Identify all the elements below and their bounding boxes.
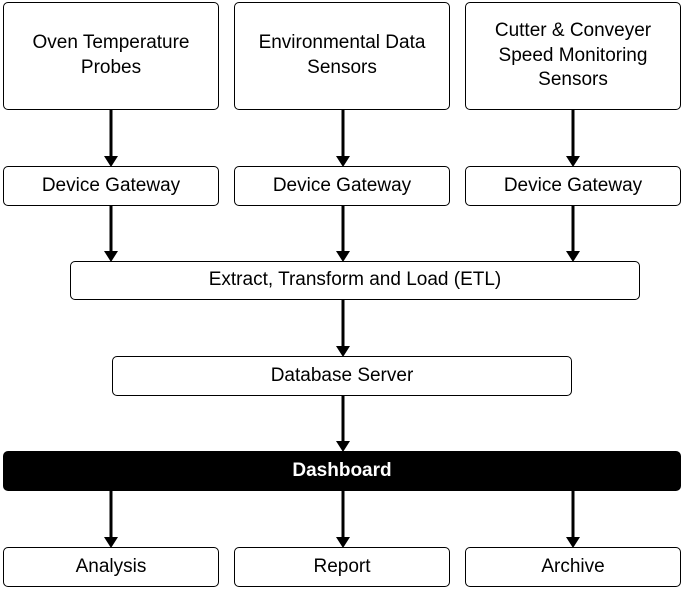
device-gateway-right-label: Device Gateway — [503, 174, 643, 196]
analysis-label: Analysis — [75, 555, 147, 577]
database-server-box: Database Server — [112, 356, 572, 396]
arrowhead — [336, 251, 350, 262]
environmental-data-sensors-label: Environmental Data Sensors — [258, 32, 426, 78]
etl-label: Extract, Transform and Load (ETL) — [208, 269, 502, 291]
arrowhead — [566, 251, 580, 262]
arrowhead — [104, 537, 118, 548]
cutter-conveyer-sensors-box: Cutter & Conveyer Speed Monitoring Senso… — [465, 2, 681, 110]
dashboard-label: Dashboard — [292, 459, 392, 481]
device-gateway-middle-label: Device Gateway — [272, 174, 412, 196]
arrowhead — [104, 251, 118, 262]
analysis-box: Analysis — [3, 547, 219, 587]
environmental-data-sensors-box: Environmental Data Sensors — [234, 2, 450, 110]
device-gateway-left-label: Device Gateway — [41, 174, 181, 196]
arrowhead — [336, 346, 350, 357]
arrowhead — [336, 441, 350, 452]
report-label: Report — [313, 555, 371, 577]
device-gateway-right-box: Device Gateway — [465, 166, 681, 206]
oven-temperature-probes-label: Oven Temperature Probes — [32, 32, 190, 78]
arrowhead — [336, 156, 350, 167]
database-server-label: Database Server — [270, 364, 414, 386]
report-box: Report — [234, 547, 450, 587]
archive-box: Archive — [465, 547, 681, 587]
archive-label: Archive — [541, 555, 605, 577]
etl-box: Extract, Transform and Load (ETL) — [70, 261, 640, 300]
device-gateway-middle-box: Device Gateway — [234, 166, 450, 206]
arrowhead — [104, 156, 118, 167]
cutter-conveyer-sensors-label: Cutter & Conveyer Speed Monitoring Senso… — [494, 19, 652, 91]
dashboard-box: Dashboard — [3, 451, 681, 491]
device-gateway-left-box: Device Gateway — [3, 166, 219, 206]
arrowhead — [336, 537, 350, 548]
oven-temperature-probes-box: Oven Temperature Probes — [3, 2, 219, 110]
arrowhead — [566, 156, 580, 167]
arrowhead — [566, 537, 580, 548]
